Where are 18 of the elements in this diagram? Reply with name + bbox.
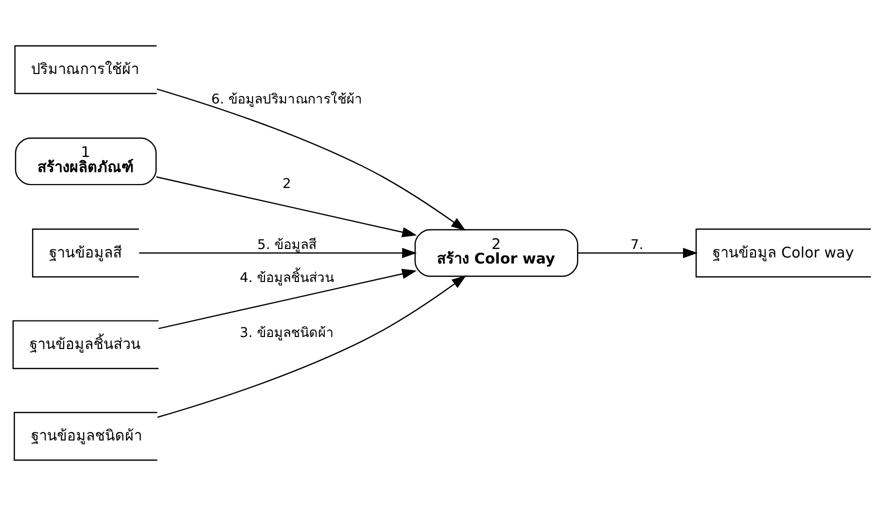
node-text: ฐานข้อมูล Color way [712, 244, 854, 262]
edge-label: 7. [630, 238, 644, 254]
node-text: ปริมาณการใช้ผ้า [30, 61, 139, 78]
arrow [158, 268, 417, 330]
arrow [139, 248, 417, 258]
edge-label: 2 [282, 176, 292, 192]
node-box: 1 สร้างผลิตภัณฑ์ [14, 138, 157, 186]
edge-label: 5. ข้อมูลสี [257, 238, 316, 254]
node-box: 2 สร้าง Color way [414, 229, 578, 277]
node-text: ฐานข้อมูลสี [49, 244, 122, 262]
node-text: ฐานข้อมูลชิ้นส่วน [30, 336, 141, 354]
arrow [157, 275, 466, 418]
arrow [156, 176, 417, 238]
arrow [578, 248, 698, 258]
node-text: ฐานข้อมูลชนิดผ้า [30, 428, 142, 445]
edge-label: 3. ข้อมูลชนิดผ้า [240, 326, 334, 342]
edge-label: 6. ข้อมูลปริมาณการใช้ผ้า [211, 92, 362, 108]
arrow [156, 88, 466, 231]
